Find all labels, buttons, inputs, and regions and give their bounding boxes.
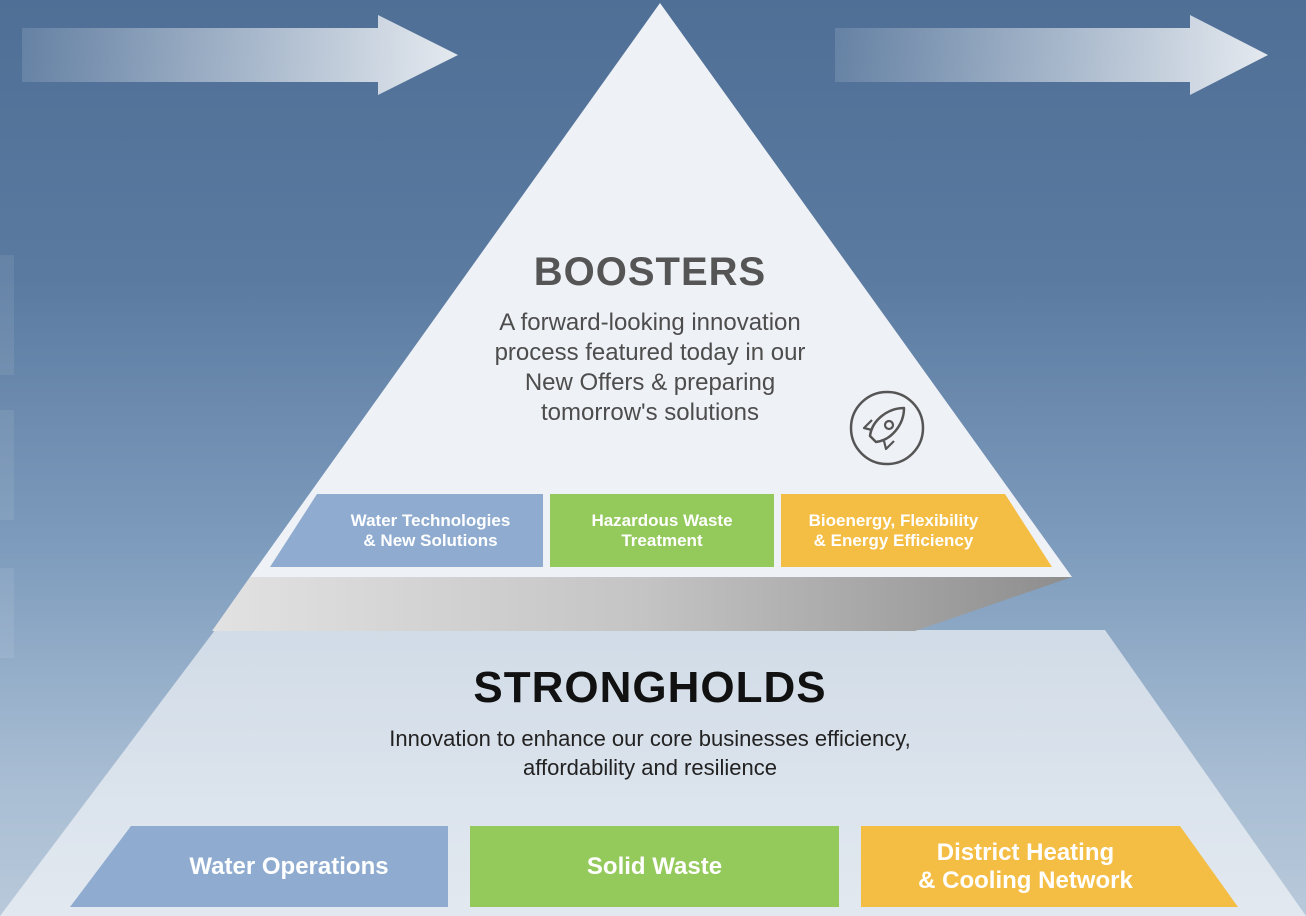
- booster-segment-label: Bioenergy, Flexibility & Energy Efficien…: [808, 510, 979, 550]
- stronghold-segment-solid-waste: [470, 826, 839, 907]
- background-bar: [0, 410, 14, 520]
- stronghold-segment-label: Solid Waste: [586, 852, 723, 880]
- booster-segment-label: Hazardous Waste Treatment: [591, 510, 733, 550]
- stronghold-segment-district-heating: [861, 826, 1238, 907]
- stronghold-segment-label: District Heating & Cooling Network: [918, 838, 1133, 894]
- background-bar: [0, 255, 14, 375]
- strongholds-description: Innovation to enhance our core businesse…: [389, 726, 911, 780]
- background-bar: [0, 568, 14, 658]
- tier-connector: [212, 577, 1072, 631]
- stronghold-segment-label: Water Operations: [189, 852, 389, 880]
- booster-segment-label: Water Technologies & New Solutions: [350, 510, 511, 550]
- boosters-description: A forward-looking innovation process fea…: [494, 309, 806, 426]
- boosters-title: BOOSTERS: [533, 250, 767, 294]
- boosters-tier: [250, 3, 1072, 577]
- strongholds-title: STRONGHOLDS: [473, 663, 827, 712]
- booster-segment-bioenergy: [781, 494, 1052, 567]
- arrow-right-icon: [22, 15, 458, 95]
- booster-segment-hazardous-waste: [550, 494, 774, 567]
- booster-segment-water-technologies: [270, 494, 543, 567]
- arrow-right-icon: [835, 15, 1268, 95]
- rocket-icon: [849, 390, 925, 466]
- stronghold-segment-water-operations: [70, 826, 448, 907]
